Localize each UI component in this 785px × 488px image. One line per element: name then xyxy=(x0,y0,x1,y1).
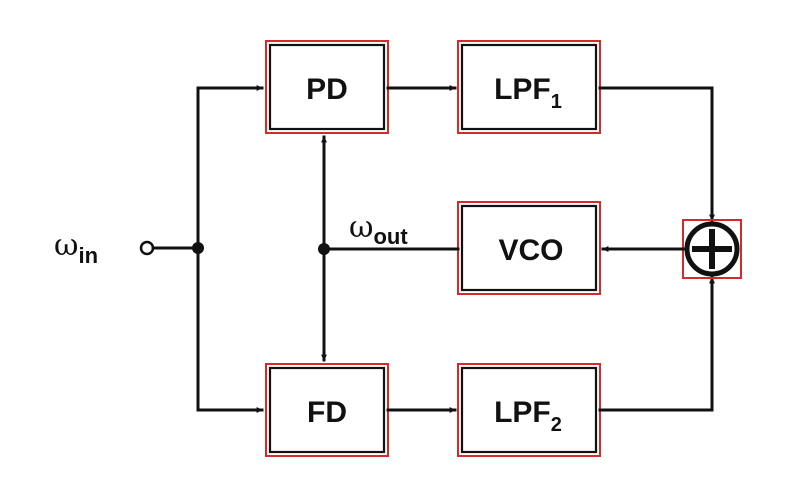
fd-block: FD xyxy=(265,363,389,457)
vco-label: VCO xyxy=(498,234,563,267)
summer-block: + xyxy=(682,219,742,279)
lpf2-label: LPF2 xyxy=(494,396,562,436)
fd-label: FD xyxy=(307,396,347,429)
lpf1-label: LPF1 xyxy=(494,73,562,113)
wire-input-to-fd xyxy=(196,246,264,413)
lpf2-block: LPF2 xyxy=(457,363,601,457)
input-label: ωin xyxy=(54,228,98,268)
wire-input-to-pd xyxy=(196,85,264,250)
pd-label: PD xyxy=(306,73,348,106)
wire-lpf2-to-summer xyxy=(598,276,715,412)
vco-block: VCO xyxy=(457,201,601,295)
lpf1-block: LPF1 xyxy=(457,40,601,134)
output-label: ωout xyxy=(349,210,408,249)
pd-block: PD xyxy=(265,40,389,134)
input-terminal xyxy=(139,240,155,256)
wire-lpf1-to-summer xyxy=(598,86,715,222)
